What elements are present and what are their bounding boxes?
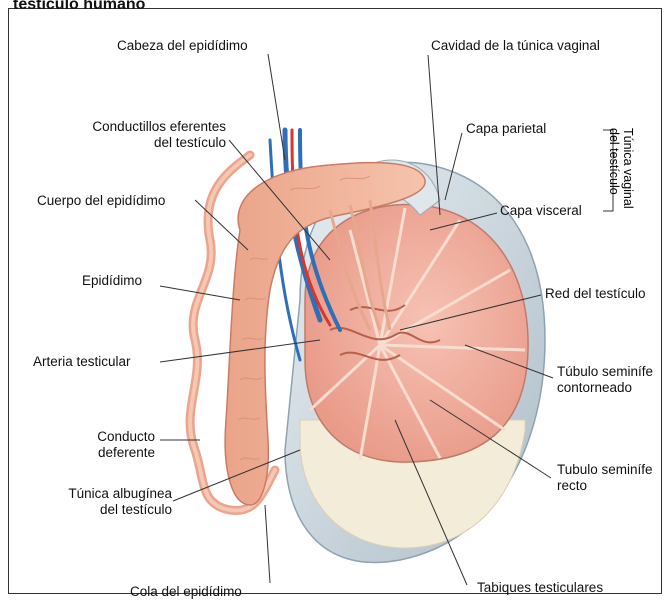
label-tubulo-contorneado: Túbulo seminífe contorneado — [557, 364, 653, 396]
label-epididimo: Epidídimo — [82, 273, 142, 289]
label-albuginea-line1: Túnica albugínea — [60, 486, 172, 502]
label-capa-visceral: Capa visceral — [500, 203, 582, 219]
label-tunica-vaginal-line1: Túnica vaginal — [621, 128, 635, 209]
label-albuginea-line2: del testículo — [60, 502, 172, 518]
label-tunica-vaginal-line2: del testículo — [607, 128, 621, 195]
label-arteria-testicular: Arteria testicular — [33, 354, 131, 370]
label-tubulo-recto: Tubulo seminífe recto — [557, 462, 653, 494]
label-conductillos-line2: del testículo — [60, 135, 226, 151]
label-cuerpo-epididimo: Cuerpo del epidídimo — [37, 193, 165, 209]
label-conducto-line2: deferente — [60, 445, 155, 461]
label-cavidad-tunica-vaginal: Cavidad de la túnica vaginal — [431, 38, 600, 54]
label-conducto-deferente: Conducto deferente — [60, 429, 155, 461]
label-cabeza-epididimo: Cabeza del epidídimo — [117, 38, 248, 54]
label-tubulo-contorneado-line2: contorneado — [557, 380, 653, 396]
label-tubulo-contorneado-line1: Túbulo seminífe — [557, 364, 653, 380]
label-red-testiculo: Red del testículo — [545, 286, 646, 302]
label-tubulo-recto-line2: recto — [557, 478, 653, 494]
label-tunica-vaginal: Túnica vaginal del testículo — [619, 128, 635, 218]
label-tabiques-testiculares: Tabiques testiculares — [477, 580, 603, 596]
label-conductillos-eferentes: Conductillos eferentes del testículo — [60, 119, 226, 151]
label-conductillos-line1: Conductillos eferentes — [60, 119, 226, 135]
label-tunica-albuginea: Túnica albugínea del testículo — [60, 486, 172, 518]
label-conducto-line1: Conducto — [60, 429, 155, 445]
label-tubulo-recto-line1: Tubulo seminífe — [557, 462, 653, 478]
label-capa-parietal: Capa parietal — [466, 121, 546, 137]
